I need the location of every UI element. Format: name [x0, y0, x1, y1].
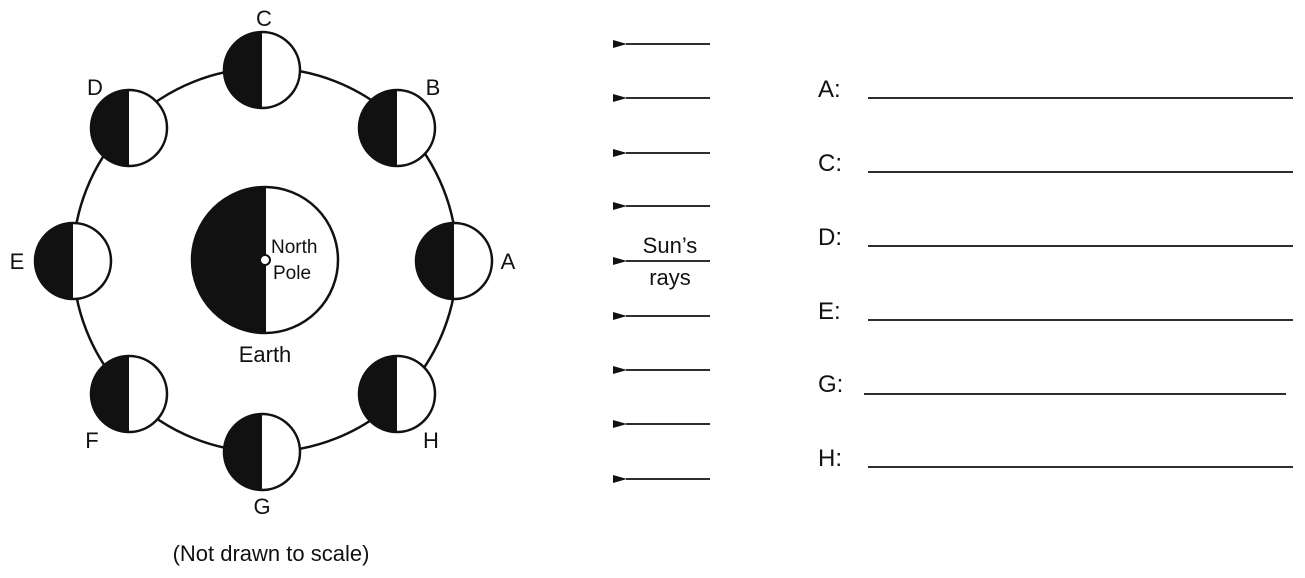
answer-row-h[interactable]: H:: [818, 445, 1293, 472]
earth-label: Earth: [239, 342, 292, 367]
moon-f: [89, 354, 169, 434]
moon-label-a: A: [501, 249, 516, 274]
moon-label-e: E: [10, 249, 25, 274]
north-pole-label-line1: North: [271, 237, 317, 258]
north-pole-label-line2: Pole: [273, 263, 311, 284]
sun-rays-label-line2: rays: [649, 265, 691, 290]
moon-label-d: D: [87, 75, 103, 100]
moon-label-c: C: [256, 6, 272, 31]
north-pole-marker: [259, 254, 271, 266]
answer-label-d: D:: [818, 224, 842, 251]
answer-label-h: H:: [818, 445, 842, 472]
moon-h: [357, 354, 437, 434]
moon-g: [222, 412, 302, 492]
moon-c: [222, 30, 302, 110]
earth: [190, 185, 340, 335]
answer-row-c[interactable]: C:: [818, 150, 1293, 177]
answer-row-g[interactable]: G:: [818, 371, 1286, 398]
moon-b: [357, 88, 437, 168]
answer-row-a[interactable]: A:: [818, 76, 1293, 103]
answer-row-e[interactable]: E:: [818, 298, 1293, 325]
moon-a: [414, 221, 494, 301]
answer-label-e: E:: [818, 298, 841, 325]
sun-rays-arrows: [613, 40, 710, 483]
answer-label-a: A:: [818, 76, 841, 103]
moon-label-f: F: [85, 428, 98, 453]
moon-e: [33, 221, 113, 301]
sun-rays-label-line1: Sun’s: [643, 233, 698, 258]
scale-caption: (Not drawn to scale): [173, 541, 370, 566]
moon-label-b: B: [426, 75, 441, 100]
answer-row-d[interactable]: D:: [818, 224, 1293, 251]
moon-d: [89, 88, 169, 168]
answer-label-c: C:: [818, 150, 842, 177]
moon-label-g: G: [253, 494, 270, 519]
answer-label-g: G:: [818, 371, 843, 398]
moon-label-h: H: [423, 428, 439, 453]
